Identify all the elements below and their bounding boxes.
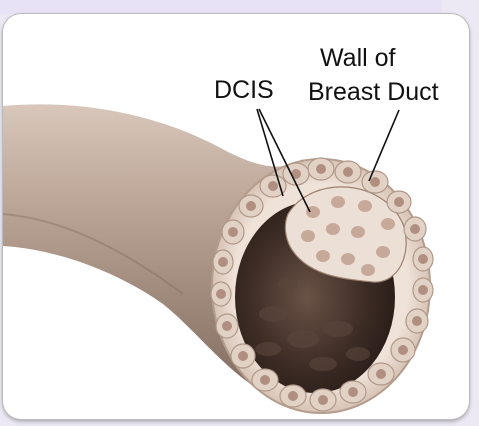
wall-label-line1: Wall of: [320, 44, 395, 72]
wall-label-line2: Breast Duct: [308, 78, 439, 106]
wall-leader-line: [369, 110, 399, 181]
top-band: [0, 0, 442, 14]
breast-duct-illustration: [3, 14, 469, 419]
dcis-label: DCIS: [214, 76, 274, 104]
illustration-frame: DCIS Wall of Breast Duct: [3, 14, 469, 419]
